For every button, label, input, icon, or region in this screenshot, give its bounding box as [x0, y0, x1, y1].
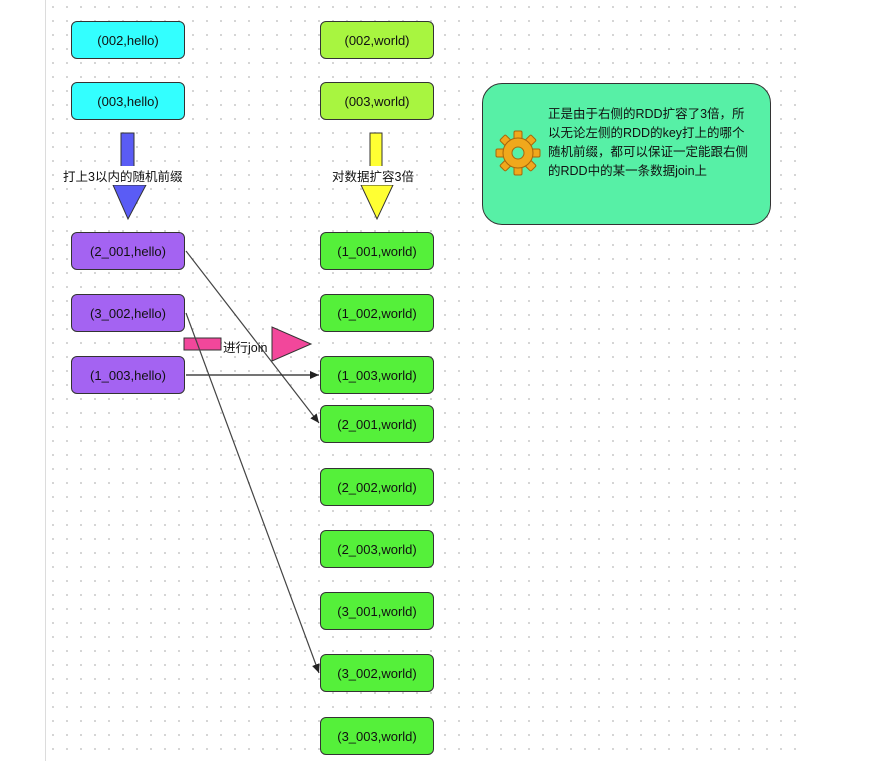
right-expanded-box: (2_002,world)	[320, 468, 434, 506]
expand-arrow	[360, 132, 394, 221]
left-key-box: (002,hello)	[71, 21, 185, 59]
right-expanded-box: (3_001,world)	[320, 592, 434, 630]
prefix-arrow-label: 打上3以内的随机前缀	[62, 166, 184, 185]
right-key-box: (002,world)	[320, 21, 434, 59]
right-expanded-box: (3_003,world)	[320, 717, 434, 755]
prefix-arrow	[112, 132, 147, 221]
join-arrow-label: 进行join	[223, 341, 268, 355]
link-3_002	[185, 312, 320, 674]
left-prefixed-box: (3_002,hello)	[71, 294, 185, 332]
join-arrow	[183, 326, 313, 362]
left-key-box: (003,hello)	[71, 82, 185, 120]
gear-icon	[495, 130, 541, 176]
right-expanded-box: (2_003,world)	[320, 530, 434, 568]
right-expanded-box: (1_002,world)	[320, 294, 434, 332]
explanation-note: 正是由于右侧的RDD扩容了3倍，所以无论左侧的RDD的key打上的哪个随机前缀，…	[482, 83, 771, 225]
link-2_001	[185, 250, 320, 424]
note-text: 正是由于右侧的RDD扩容了3倍，所以无论左侧的RDD的key打上的哪个随机前缀，…	[548, 107, 749, 178]
right-expanded-box: (1_003,world)	[320, 356, 434, 394]
right-expanded-box: (1_001,world)	[320, 232, 434, 270]
left-prefixed-box: (2_001,hello)	[71, 232, 185, 270]
left-prefixed-box: (1_003,hello)	[71, 356, 185, 394]
right-expanded-box: (2_001,world)	[320, 405, 434, 443]
right-key-box: (003,world)	[320, 82, 434, 120]
right-expanded-box: (3_002,world)	[320, 654, 434, 692]
expand-arrow-label: 对数据扩容3倍	[331, 166, 415, 185]
